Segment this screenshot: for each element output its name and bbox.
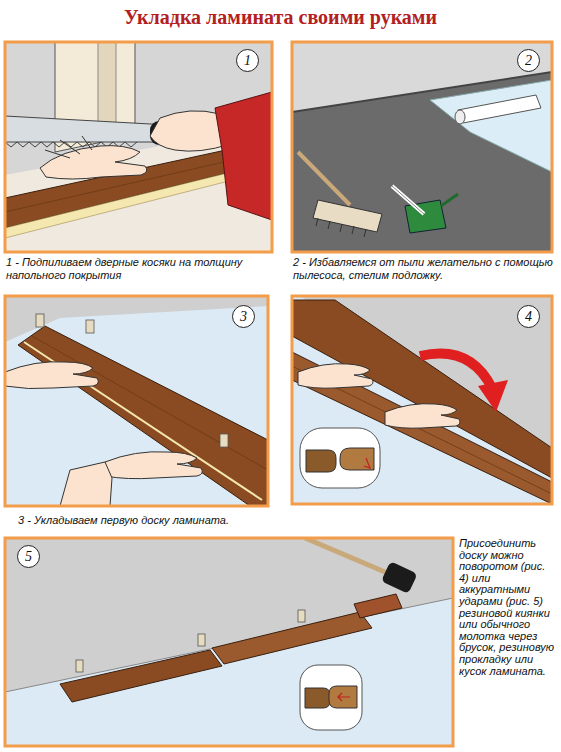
rotate-join-scene xyxy=(292,296,552,504)
step-caption: 2 - Избавляемся от пыли желательно с пом… xyxy=(293,256,553,282)
page-title: Укладка ламината своими руками xyxy=(0,6,561,29)
callout-number: 3 xyxy=(232,305,255,328)
callout-number: 2 xyxy=(517,49,540,72)
callout-number: 1 xyxy=(236,49,259,72)
callout-text: 4 xyxy=(525,310,532,324)
callout-text: 5 xyxy=(25,550,32,564)
callout-number: 5 xyxy=(17,545,40,568)
door-jamb-scene xyxy=(5,42,272,252)
cleaning-scene xyxy=(292,42,552,252)
tap-join-scene xyxy=(5,538,453,746)
callout-text: 3 xyxy=(240,310,247,324)
first-board-scene xyxy=(5,296,268,506)
step-caption: 1 - Подпиливаем дверные косяки на толщин… xyxy=(6,256,272,282)
callout-text: 2 xyxy=(525,54,532,68)
callout-number: 4 xyxy=(517,305,540,328)
step-caption: 3 - Укладываем первую доску ламината. xyxy=(18,514,270,527)
callout-text: 1 xyxy=(244,54,251,68)
side-note: Присоединить доску можно поворотом (рис.… xyxy=(459,538,558,677)
